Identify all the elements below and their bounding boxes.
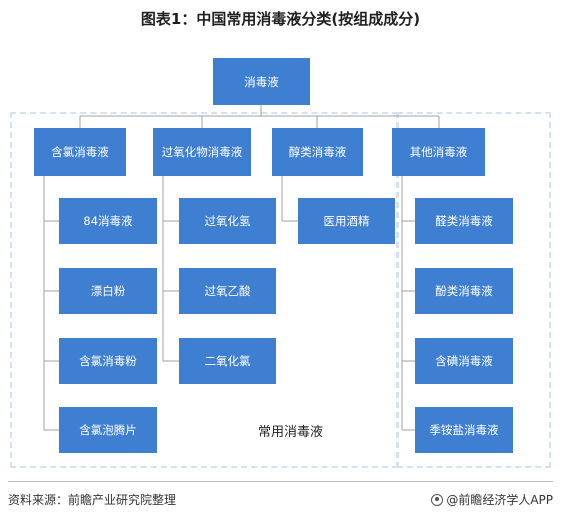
figure-title: 图表1：中国常用消毒液分类(按组成成分) bbox=[140, 10, 421, 28]
category-peroxide: 过氧化物消毒液 bbox=[153, 128, 251, 176]
group-label: 常用消毒液 bbox=[258, 425, 324, 440]
leaf-iodine: 含碘消毒液 bbox=[415, 338, 513, 384]
brand-credit: @前瞻经济学人APP bbox=[431, 491, 553, 508]
brand-logo-icon bbox=[431, 493, 444, 506]
leaf-chlorine-tablet: 含氯泡腾片 bbox=[59, 407, 157, 453]
leaf-bleaching-powder: 漂白粉 bbox=[59, 268, 157, 314]
other-group-region bbox=[397, 112, 551, 468]
leaf-chlorine-powder: 含氯消毒粉 bbox=[59, 338, 157, 384]
category-alcohol: 醇类消毒液 bbox=[272, 128, 363, 176]
leaf-peracetic-acid: 过氧乙酸 bbox=[179, 268, 276, 314]
leaf-hydrogen-peroxide: 过氧化氢 bbox=[179, 198, 276, 244]
category-other: 其他消毒液 bbox=[392, 128, 485, 176]
leaf-chlorine-dioxide: 二氧化氯 bbox=[179, 338, 276, 384]
leaf-aldehyde: 醛类消毒液 bbox=[415, 198, 513, 244]
brand-text: @前瞻经济学人APP bbox=[446, 493, 553, 507]
source-note: 资料来源：前瞻产业研究院整理 bbox=[8, 493, 177, 507]
category-chlorine: 含氯消毒液 bbox=[34, 128, 126, 176]
root-node: 消毒液 bbox=[213, 58, 310, 105]
leaf-quaternary-ammonium: 季铵盐消毒液 bbox=[415, 407, 513, 453]
leaf-medical-alcohol: 医用酒精 bbox=[298, 198, 395, 244]
footer-divider bbox=[8, 481, 553, 482]
leaf-phenol: 酚类消毒液 bbox=[415, 268, 513, 314]
leaf-84: 84消毒液 bbox=[59, 198, 157, 244]
